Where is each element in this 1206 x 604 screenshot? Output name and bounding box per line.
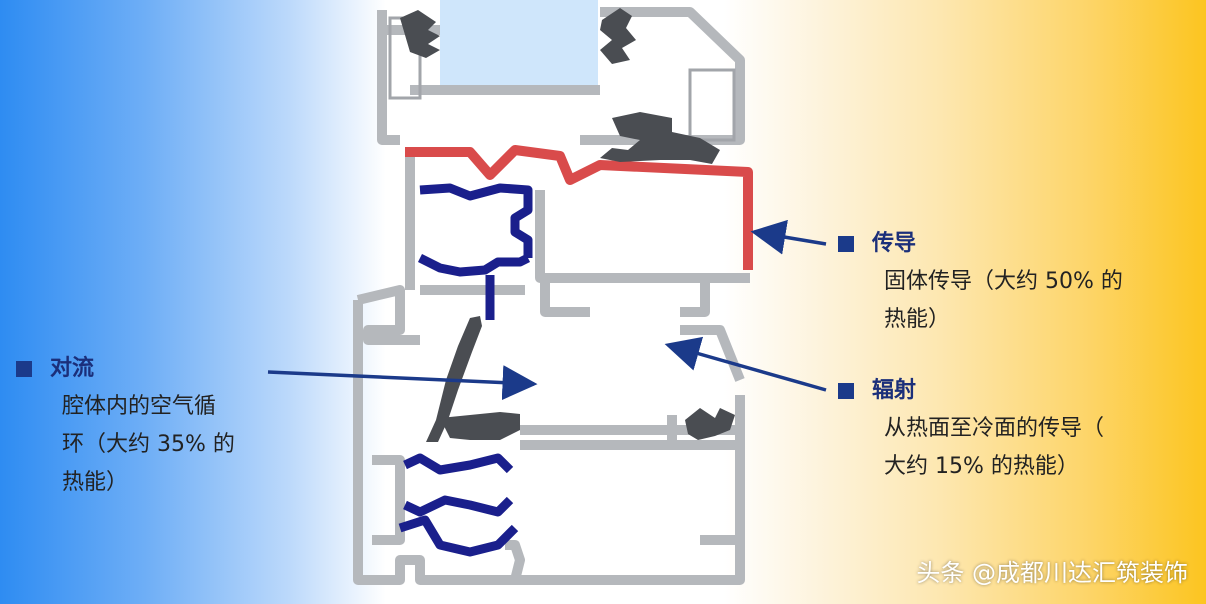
convection-desc-line1: 腔体内的空气循 (62, 394, 217, 419)
conduction-arrow (750, 219, 827, 255)
convection-arrow (267, 365, 538, 401)
convection-desc-line3: 热能） (62, 470, 129, 495)
bullet-square-icon (838, 383, 854, 399)
bullet-square-icon (16, 361, 32, 377)
convection-title: 对流 (50, 356, 95, 381)
radiation-title: 辐射 (872, 378, 917, 403)
lower-frame-profile (353, 285, 745, 585)
conduction-desc-line2: 热能） (884, 307, 951, 332)
conduction-path (405, 145, 753, 270)
upper-gaskets (400, 8, 720, 164)
watermark: 头条 @成都川达汇筑装饰 (916, 559, 1188, 587)
radiation-desc-line1: 从热面至冷面的传导（ (884, 416, 1105, 441)
conduction-title: 传导 (872, 231, 917, 256)
convection-desc-line2: 环（大约 35% 的 (62, 432, 235, 457)
radiation-arrow (664, 336, 827, 392)
bullet-square-icon (838, 236, 854, 252)
convection-label: 对流 腔体内的空气循 环（大约 35% 的 热能） (16, 350, 235, 502)
radiation-label: 辐射 从热面至冷面的传导（ 大约 15% 的热能） (838, 372, 1104, 486)
conduction-desc-line1: 固体传导（大约 50% 的 (884, 269, 1123, 294)
conduction-label: 传导 固体传导（大约 50% 的 热能） (838, 225, 1123, 339)
radiation-desc-line2: 大约 15% 的热能） (884, 454, 1079, 479)
glass-pane (440, 0, 598, 90)
upper-thermal-break (417, 183, 533, 320)
